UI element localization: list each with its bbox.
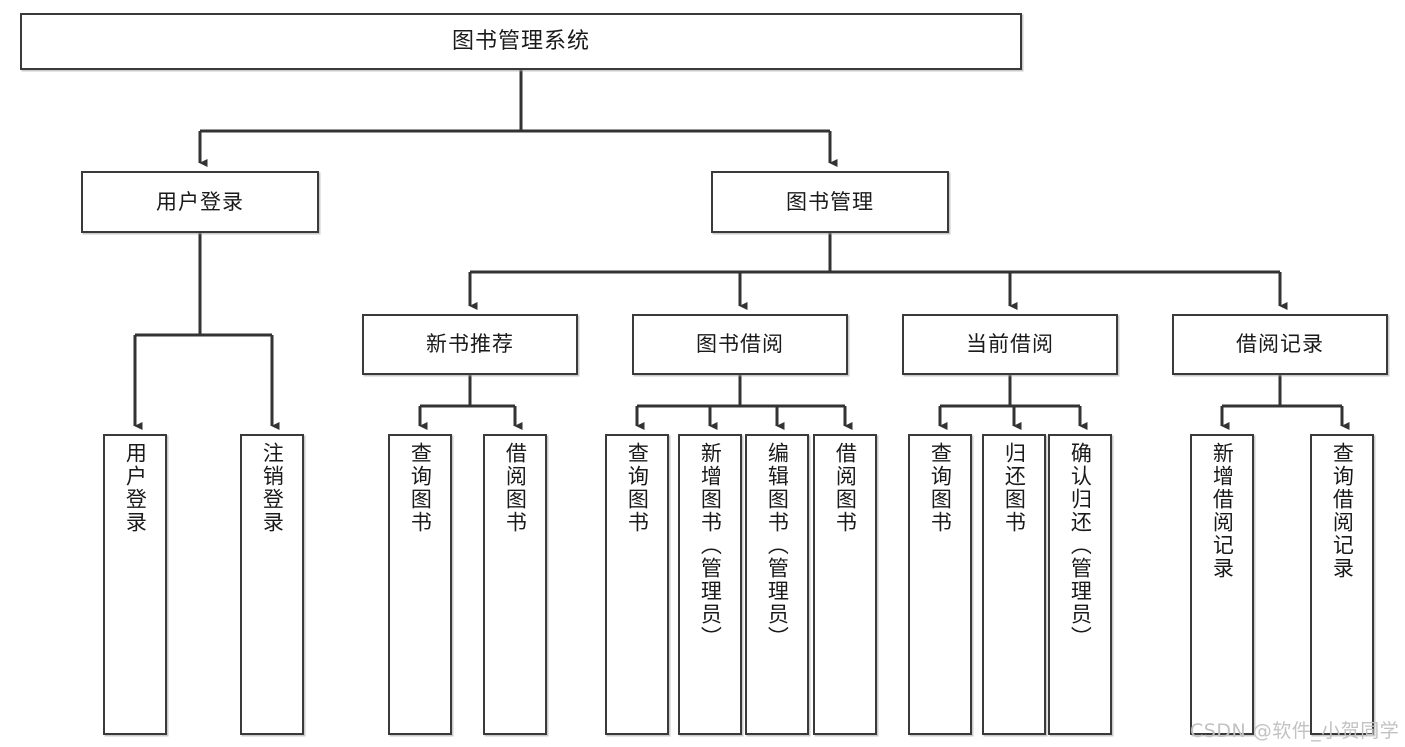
leaf-query-books-recommend[interactable]: 查询图书 [388,434,452,735]
leaf-user-login[interactable]: 用户登录 [103,434,167,735]
node-book-borrow-label: 图书借阅 [696,332,784,357]
leaf-query-borrow-record[interactable]: 查询借阅记录 [1310,434,1374,735]
node-current-borrow-label: 当前借阅 [966,332,1054,357]
leaf-add-borrow-record[interactable]: 新增借阅记录 [1190,434,1254,735]
leaf-confirm-return-admin[interactable]: 确认归还（管理员） [1048,434,1112,735]
node-root-label: 图书管理系统 [451,28,590,54]
leaf-borrow-books-recommend-label: 借阅图书 [503,442,528,534]
node-user-login-label: 用户登录 [156,189,244,214]
node-borrow-record[interactable]: 借阅记录 [1172,314,1388,375]
node-current-borrow[interactable]: 当前借阅 [902,314,1118,375]
leaf-add-borrow-record-label: 新增借阅记录 [1210,442,1235,580]
leaf-user-logout[interactable]: 注销登录 [240,434,304,735]
leaf-query-books-current-label: 查询图书 [928,442,953,534]
leaf-user-logout-label: 注销登录 [260,442,285,534]
leaf-query-books-current[interactable]: 查询图书 [908,434,972,735]
node-book-management-label: 图书管理 [786,189,874,214]
node-new-book-recommendation[interactable]: 新书推荐 [362,314,578,375]
node-book-borrow[interactable]: 图书借阅 [632,314,848,375]
node-borrow-record-label: 借阅记录 [1236,332,1324,357]
leaf-add-book-admin-label: 新增图书（管理员） [698,442,723,649]
watermark: CSDN @软件_小贺同学 [1190,720,1400,742]
leaf-borrow-books[interactable]: 借阅图书 [813,434,877,735]
node-book-management[interactable]: 图书管理 [711,171,949,233]
leaf-query-books-borrow[interactable]: 查询图书 [605,434,669,735]
leaf-query-books-borrow-label: 查询图书 [625,442,650,534]
leaf-borrow-books-label: 借阅图书 [833,442,858,534]
leaf-borrow-books-recommend[interactable]: 借阅图书 [483,434,547,735]
leaf-edit-book-admin[interactable]: 编辑图书（管理员） [745,434,809,735]
leaf-confirm-return-admin-label: 确认归还（管理员） [1068,442,1093,649]
leaf-query-books-recommend-label: 查询图书 [408,442,433,534]
leaf-add-book-admin[interactable]: 新增图书（管理员） [678,434,742,735]
leaf-return-books[interactable]: 归还图书 [982,434,1046,735]
leaf-edit-book-admin-label: 编辑图书（管理员） [765,442,790,649]
node-new-book-recommendation-label: 新书推荐 [426,332,514,357]
leaf-user-login-label: 用户登录 [123,442,148,534]
node-user-login[interactable]: 用户登录 [81,171,319,233]
leaf-return-books-label: 归还图书 [1002,442,1027,534]
leaf-query-borrow-record-label: 查询借阅记录 [1330,442,1355,580]
node-root[interactable]: 图书管理系统 [20,13,1022,70]
